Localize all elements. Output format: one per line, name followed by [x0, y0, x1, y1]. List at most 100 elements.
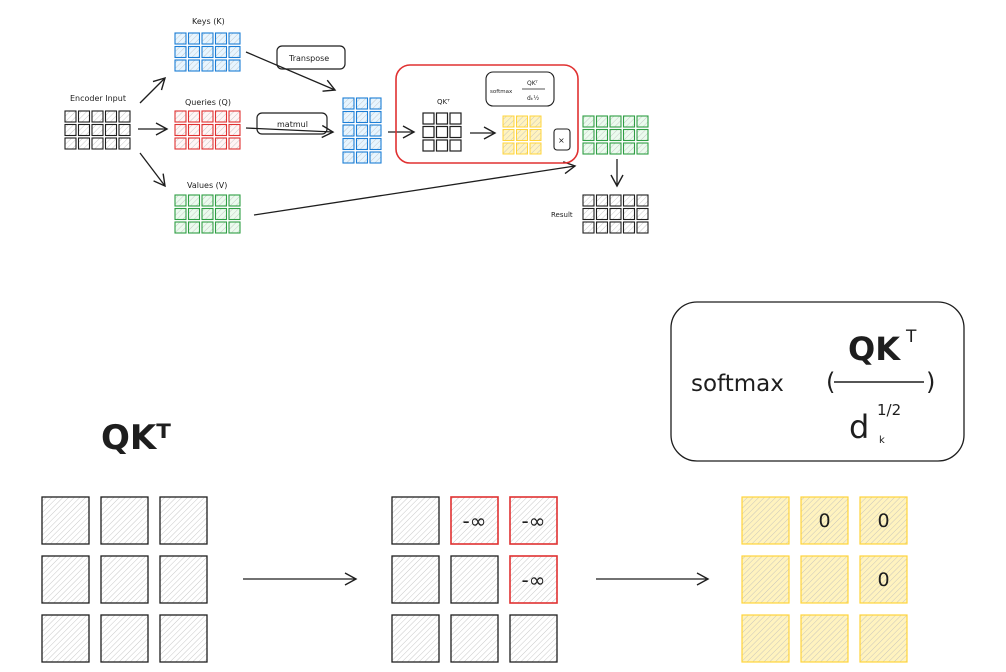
qkt-small-matrix-cell — [450, 113, 461, 124]
encoder-input-matrix-cell-hatch — [119, 111, 130, 122]
output-matrix-cell-border — [636, 128, 649, 142]
keys-matrix-cell-border — [228, 45, 241, 59]
qkt-big-matrix-cell-hatch — [42, 615, 89, 662]
keys-transposed-matrix-cell-hatch — [370, 125, 381, 136]
keys-transposed-matrix-cell-border — [355, 137, 369, 151]
encoder-input-matrix-cell-hatch — [65, 138, 76, 149]
result-matrix-cell-border — [582, 221, 595, 234]
queries-matrix-cell-hatch — [215, 138, 227, 149]
keys-matrix-cell-border — [201, 59, 214, 72]
keys-transposed-matrix-cell-border — [342, 97, 355, 110]
result-matrix-cell-hatch — [596, 208, 608, 220]
result-matrix-cell-border — [622, 221, 636, 234]
keys-matrix-cell-border — [201, 45, 214, 59]
values-matrix-cell-hatch — [202, 208, 213, 220]
keys-matrix-cell-border — [174, 59, 187, 72]
encoder-input-matrix-cell-border — [77, 123, 91, 137]
softmaxed-matrix-cell-border — [859, 614, 908, 663]
softmax-small-num: QKᵀ — [527, 80, 539, 87]
queries-matrix-cell-border — [201, 123, 214, 137]
qkt-small-matrix-cell-border — [435, 112, 449, 125]
values-matrix-cell-hatch — [202, 222, 213, 233]
keys-transposed-matrix-cell-border — [355, 97, 369, 110]
keys-matrix-cell-hatch — [215, 60, 227, 71]
keys-matrix-cell-border — [201, 32, 214, 45]
masked-matrix-cell — [451, 497, 498, 544]
softmax-formula-box — [670, 301, 965, 462]
arrow-queries-to-transposed — [245, 124, 335, 139]
values-matrix-cell-hatch — [188, 208, 200, 220]
masked-matrix-cell-border — [509, 496, 558, 545]
result-matrix-cell-hatch — [610, 222, 621, 233]
arrow-values-to-output — [253, 161, 577, 216]
masked-matrix — [391, 496, 558, 663]
result-matrix-cell-hatch — [623, 208, 635, 220]
masked-matrix-cell-border — [509, 555, 558, 604]
output-matrix-cell-border — [622, 142, 636, 155]
masked-matrix-cell — [451, 556, 498, 603]
keys-matrix-cell-border — [214, 45, 228, 59]
arrows-top — [138, 51, 710, 586]
queries-matrix-cell-hatch — [202, 111, 213, 122]
qkt-small-matrix-cell — [423, 113, 434, 124]
keys-matrix-cell-hatch — [229, 60, 240, 71]
values-matrix-cell-border — [187, 194, 201, 207]
keys-transposed-matrix-cell-border — [342, 137, 355, 151]
masked-matrix-cell — [510, 615, 557, 662]
qkt-big-matrix-cell-border — [100, 614, 149, 663]
result-matrix-cell-hatch — [596, 222, 608, 233]
encoder-input-matrix-cell-hatch — [92, 111, 103, 122]
keys-transposed-matrix-cell-hatch — [370, 98, 381, 109]
qkt-small-matrix-cell — [450, 140, 461, 151]
softmax-small-matrix-cell-border — [502, 129, 515, 141]
encoder-input-matrix-cell-border — [91, 110, 104, 123]
queries-matrix-cell-hatch — [188, 138, 200, 149]
result-matrix-cell-hatch — [583, 195, 594, 206]
keys-matrix-cell-border — [228, 32, 241, 45]
result-matrix-cell-border — [582, 207, 595, 221]
formula-numerator-sup: T — [905, 327, 917, 347]
qkt-big-matrix-cell-border — [41, 555, 90, 604]
keys-matrix-cell-hatch — [215, 46, 227, 58]
encoder-input-matrix-cell-border — [64, 137, 77, 150]
qkt-big-matrix-cell-border — [100, 555, 149, 604]
output-matrix-cell-border — [622, 128, 636, 142]
qkt-big-matrix-cell-hatch — [42, 497, 89, 544]
multiply-label: × — [558, 136, 565, 145]
encoder-input-matrix-cell-hatch — [78, 138, 90, 149]
softmax-small-matrix-cell-border — [502, 142, 515, 155]
encoder-input-matrix-cell-hatch — [119, 138, 130, 149]
queries-matrix-cell-border — [214, 137, 228, 150]
keys-matrix-cell-hatch — [215, 33, 227, 44]
keys-matrix-cell-hatch — [175, 60, 186, 71]
arrow-input-to-keys — [139, 76, 167, 104]
qkt-small-matrix-cell-border — [435, 125, 449, 139]
encoder-input-matrix-cell-hatch — [65, 124, 76, 136]
keys-matrix-cell-border — [174, 32, 187, 45]
formula-numerator: QK — [848, 330, 901, 368]
result-matrix-cell-hatch — [583, 208, 594, 220]
result-matrix-cell-hatch — [637, 195, 648, 206]
keys-transposed-matrix-cell-border — [342, 110, 355, 124]
qkt-small-matrix-cell — [436, 126, 448, 138]
masked-matrix-cell-border — [391, 614, 440, 663]
softmaxed-matrix-cell-border — [800, 496, 849, 545]
queries-matrix-cell-border — [187, 137, 201, 150]
qkt-small-matrix-cell — [450, 126, 461, 138]
result-matrix-cell-hatch — [610, 195, 621, 206]
queries-matrix-cell-hatch — [229, 138, 240, 149]
output-matrix-cell-border — [636, 115, 649, 128]
matmul-label: matmul — [277, 120, 308, 129]
encoder-input-matrix-cell-border — [77, 110, 91, 123]
encoder-input-matrix-cell-hatch — [78, 124, 90, 136]
encoder-input-matrix — [64, 110, 131, 150]
values-matrix-cell-hatch — [188, 195, 200, 206]
values-matrix-cell-border — [174, 221, 187, 234]
masked-matrix-cell — [392, 497, 439, 544]
result-matrix-cell-hatch — [637, 222, 648, 233]
values-matrix-cell-hatch — [215, 222, 227, 233]
attention-block — [395, 64, 579, 164]
masked-matrix-cell-border — [450, 614, 499, 663]
transpose-box — [276, 45, 346, 70]
output-matrix-cell-hatch — [596, 129, 608, 141]
